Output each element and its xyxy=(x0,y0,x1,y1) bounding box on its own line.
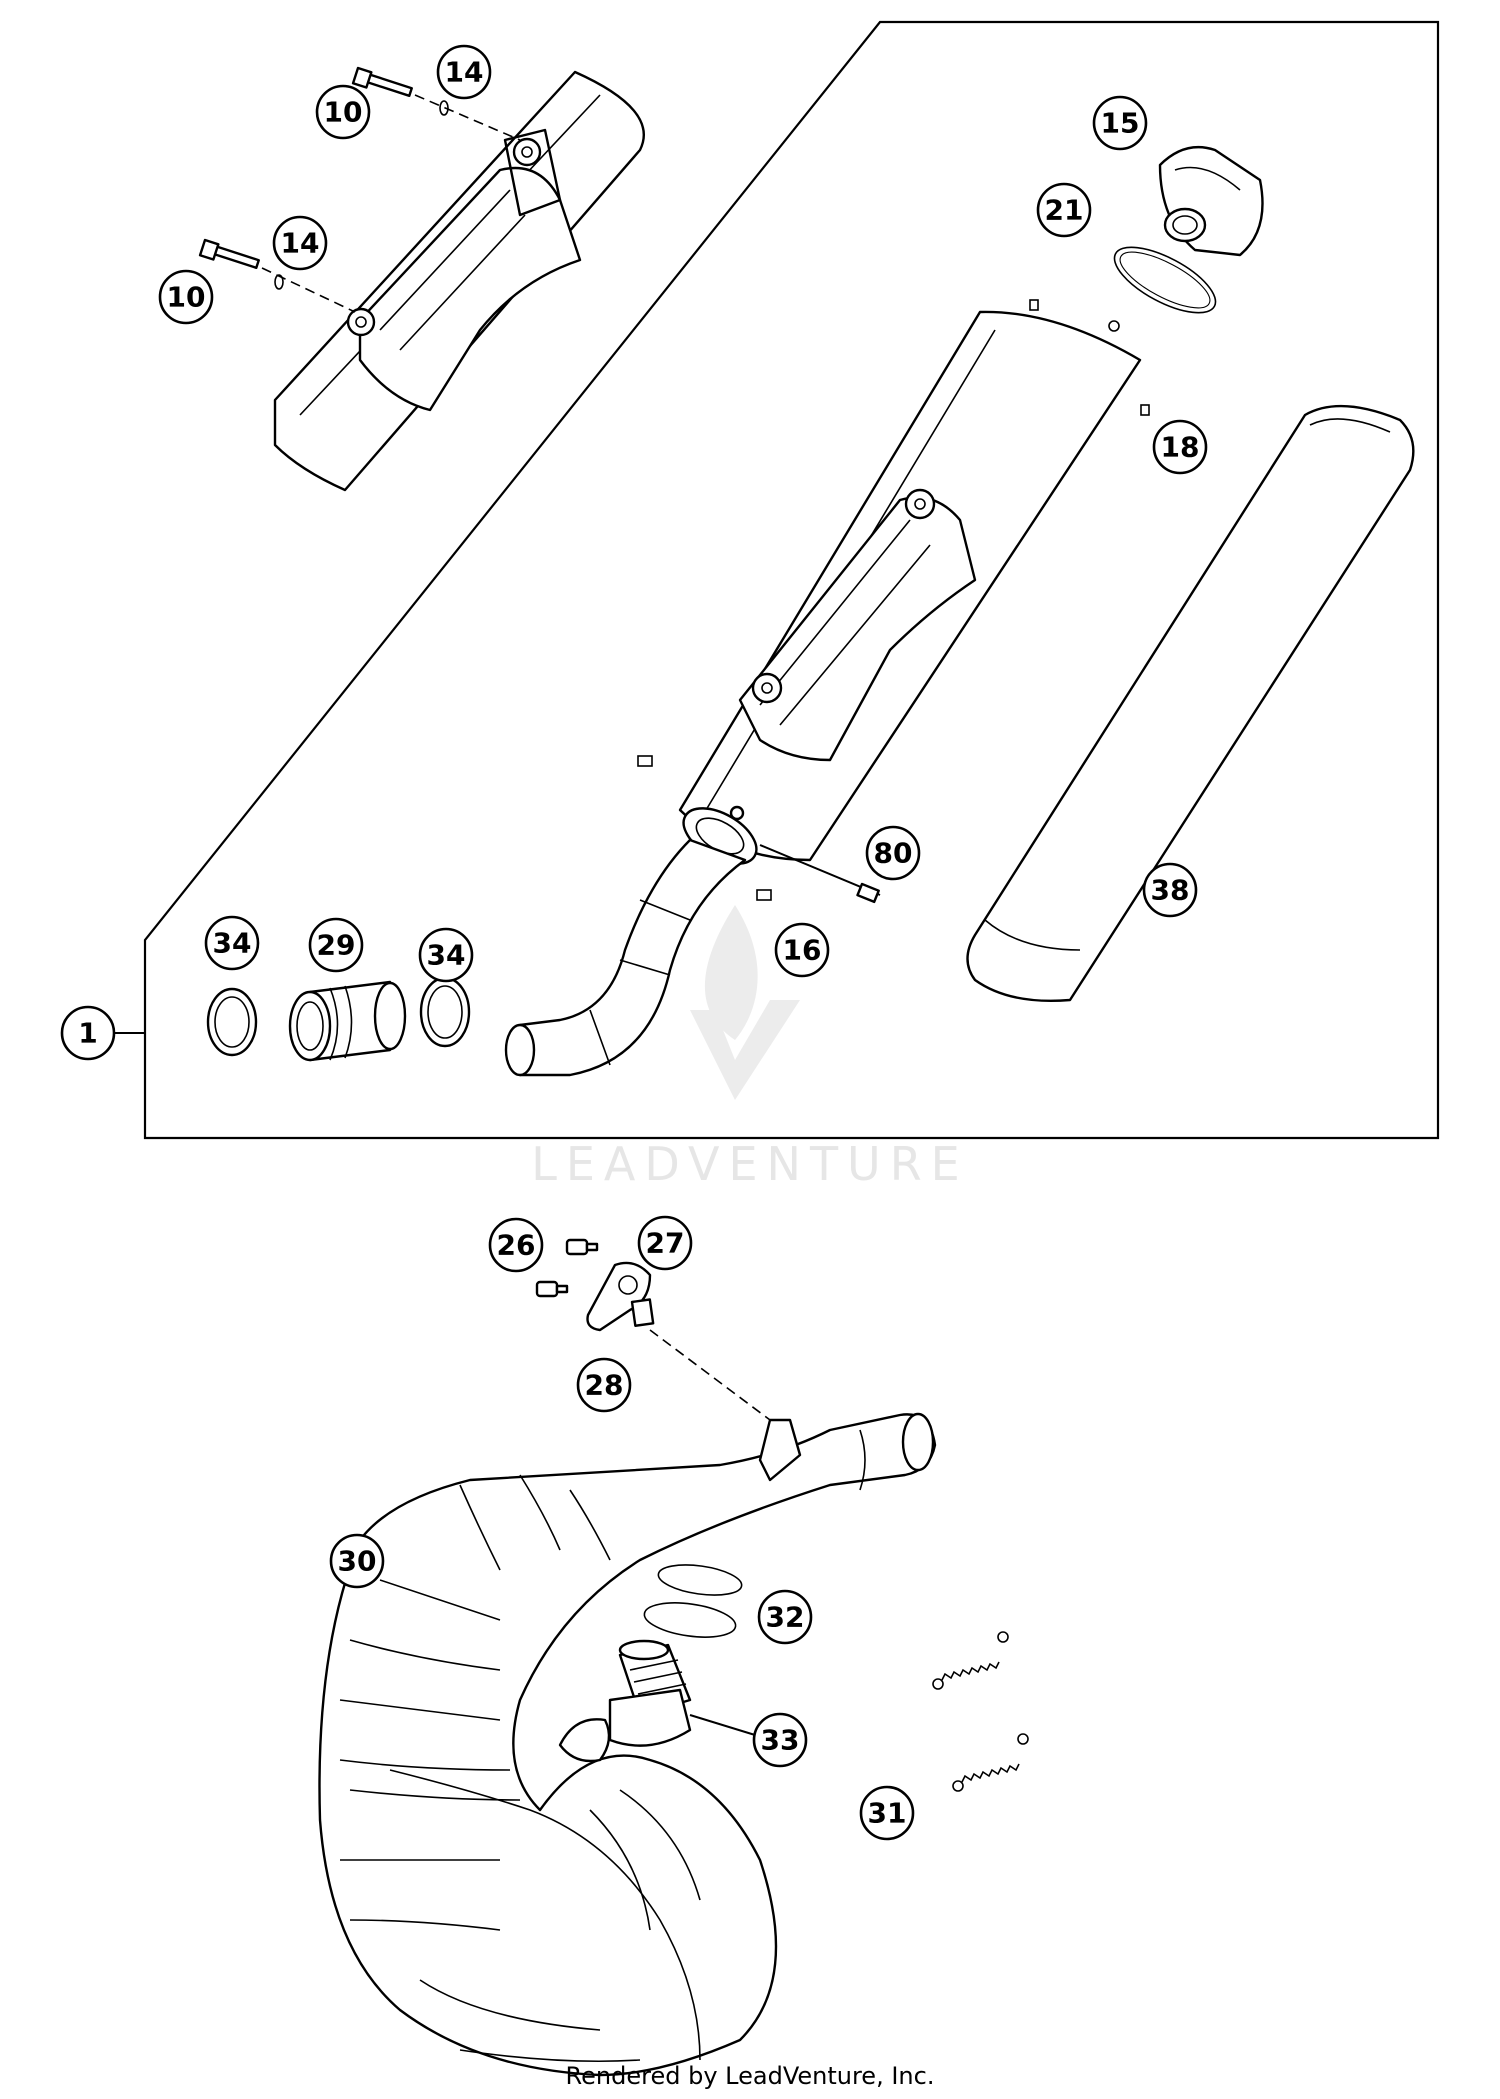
svg-text:16: 16 xyxy=(783,934,822,967)
svg-text:21: 21 xyxy=(1045,194,1084,227)
svg-text:34: 34 xyxy=(427,939,466,972)
assembly-frame xyxy=(143,20,1440,1140)
inlet-pipe-part xyxy=(504,838,747,1077)
callout-18: 18 xyxy=(1152,419,1208,475)
end-cap-part xyxy=(1158,145,1264,257)
o-ring-part xyxy=(1113,246,1217,314)
svg-text:33: 33 xyxy=(761,1724,800,1757)
screw-80 xyxy=(759,844,881,904)
callout-16: 16 xyxy=(774,922,830,978)
watermark-text: LEADVENTURE xyxy=(531,1137,969,1191)
callout-1: 1 xyxy=(60,1005,116,1061)
silencer-sleeve-part xyxy=(966,404,1415,1003)
svg-text:14: 14 xyxy=(445,56,484,89)
bolt-10-lower xyxy=(198,238,356,313)
svg-text:80: 80 xyxy=(874,837,913,870)
callout-26: 26 xyxy=(488,1217,544,1273)
svg-text:32: 32 xyxy=(766,1601,805,1634)
callout-80: 80 xyxy=(865,825,921,881)
callout-38: 38 xyxy=(1142,862,1198,918)
springs-31 xyxy=(932,1631,1029,1792)
callout-32: 32 xyxy=(757,1589,813,1645)
svg-text:38: 38 xyxy=(1151,874,1190,907)
callout-15: 15 xyxy=(1092,95,1148,151)
callout-14: 14 xyxy=(272,215,328,271)
svg-text:30: 30 xyxy=(338,1545,377,1578)
bolt-10-upper xyxy=(351,66,521,141)
callout-27: 27 xyxy=(637,1215,693,1271)
svg-text:15: 15 xyxy=(1101,107,1140,140)
muffler-detail-part xyxy=(273,70,645,492)
svg-text:29: 29 xyxy=(317,929,356,962)
svg-text:10: 10 xyxy=(324,96,363,129)
clip-28 xyxy=(630,1298,791,1436)
rubber-sleeve-33 xyxy=(608,1639,756,1747)
callout-34: 34 xyxy=(418,927,474,983)
svg-text:10: 10 xyxy=(167,281,206,314)
svg-text:26: 26 xyxy=(497,1229,536,1262)
exhaust-pipe-30 xyxy=(318,1412,937,2077)
callout-31: 31 xyxy=(859,1785,915,1841)
callout-14: 14 xyxy=(436,44,492,100)
callout-30: 30 xyxy=(329,1533,385,1589)
connector-sleeve-29 xyxy=(288,980,407,1062)
watermark-logo xyxy=(690,905,800,1100)
callout-10: 10 xyxy=(315,84,371,140)
callout-21: 21 xyxy=(1036,182,1092,238)
screws-26 xyxy=(535,1238,599,1298)
footer-credit: Rendered by LeadVenture, Inc. xyxy=(565,2062,935,2090)
svg-text:28: 28 xyxy=(585,1369,624,1402)
muffler-body-part xyxy=(637,299,1150,901)
svg-text:34: 34 xyxy=(213,927,252,960)
seal-ring-34-left xyxy=(206,987,258,1057)
callout-34: 34 xyxy=(204,915,260,971)
svg-text:31: 31 xyxy=(868,1797,907,1830)
svg-text:27: 27 xyxy=(646,1227,685,1260)
gasket-32 xyxy=(643,1564,743,1638)
svg-text:14: 14 xyxy=(281,227,320,260)
callout-33: 33 xyxy=(752,1712,808,1768)
callout-29: 29 xyxy=(308,917,364,973)
callout-10: 10 xyxy=(158,269,214,325)
callout-28: 28 xyxy=(576,1357,632,1413)
svg-text:1: 1 xyxy=(78,1017,97,1050)
svg-text:18: 18 xyxy=(1161,431,1200,464)
seal-ring-34-right xyxy=(419,976,471,1048)
